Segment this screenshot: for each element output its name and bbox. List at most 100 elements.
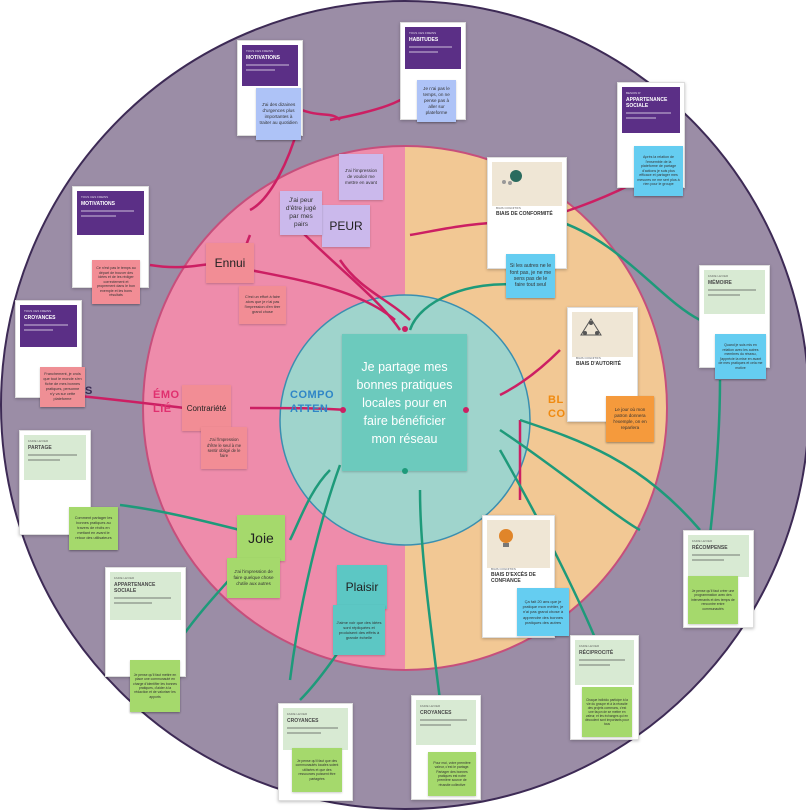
- sticky-note-overlay[interactable]: Après la relation de l'ensemble de la pl…: [634, 146, 683, 196]
- biases-half: [405, 146, 667, 670]
- emotion-plaisir[interactable]: Plaisir: [337, 565, 387, 609]
- triangle-illustration-icon: [580, 318, 602, 336]
- connector-dot: [463, 407, 469, 413]
- connector-dot: [340, 407, 346, 413]
- sticky-note[interactable]: J'ai l'impression de faire quelque chose…: [227, 558, 280, 598]
- sticky-text: Quand je suis mis en relation avec les a…: [718, 343, 763, 370]
- sticky-text: J'ai l'impression d'être le seul à me se…: [206, 437, 242, 459]
- card-title: PARTAGE: [28, 445, 52, 451]
- central-statement[interactable]: Je partage mes bonnes pratiques locales …: [342, 334, 467, 471]
- emotion-plaisir-label: Plaisir: [345, 580, 379, 594]
- card-title: APPARTENANCE SOCIALE: [114, 582, 156, 594]
- middle-ring-border: [142, 145, 668, 671]
- card-header: TOUS CES FREINS MOTIVATIONS: [77, 191, 144, 235]
- sticky-note-overlay[interactable]: Je pense qu'il faut mettre en place une …: [130, 660, 180, 712]
- sticky-text: Le jour où mon patron donnera l'exemple,…: [613, 407, 647, 430]
- card-header: FAIRE LEVIER RÉCIPROCITÉ: [575, 640, 634, 686]
- card-title: CROYANCES: [420, 710, 452, 716]
- sticky-note-overlay[interactable]: Franchement, je crois que tout le monde …: [40, 367, 85, 407]
- card-title: RÉCOMPENSE: [692, 545, 728, 551]
- sticky-note-overlay[interactable]: Comment partager les bonnes pratiques au…: [69, 507, 118, 550]
- sticky-note-overlay[interactable]: Chaque individu participe à la vie du gr…: [582, 687, 632, 737]
- card-kicker: FAIRE LEVIER: [420, 704, 441, 708]
- emotion-peur[interactable]: PEUR: [322, 205, 370, 247]
- card-header: BESOIN D' APPARTENANCE SOCIALE: [622, 87, 680, 133]
- card-header: FAIRE LEVIER CROYANCES: [283, 708, 348, 751]
- card-kicker: BESOIN D': [626, 91, 641, 95]
- card-kicker: BIAIS COGNITIFS: [491, 567, 516, 571]
- emotion-peur-label: PEUR: [329, 219, 363, 233]
- sticky-text: Je pense qu'il faut créer une programmat…: [691, 588, 735, 611]
- sticky-note-overlay[interactable]: Quand je suis mis en relation avec les a…: [715, 334, 766, 379]
- sticky-text: C'est un effort à faire alors que je n'a…: [244, 295, 281, 314]
- card-title: HABITUDES: [409, 37, 439, 43]
- card-title: CROYANCES: [24, 315, 56, 321]
- card-header: [572, 312, 633, 358]
- zone-label-fragment: S: [85, 385, 93, 397]
- sticky-text: J'ai l'impression de faire quelque chose…: [233, 569, 274, 586]
- zone-label-biases: BL CO: [548, 394, 566, 420]
- sticky-text: J'ai l'impression de vouloir me mettre e…: [344, 168, 378, 185]
- sticky-text: Comment partager les bonnes pratiques au…: [74, 516, 113, 540]
- card-kicker: TOUS CES FREINS: [24, 309, 52, 313]
- sticky-note[interactable]: J'aime voir que des idées sont répliquée…: [333, 605, 385, 655]
- zone-label-emotions: ÉMO LIÉ: [153, 389, 180, 415]
- emotion-ennui[interactable]: Ennui: [206, 243, 254, 283]
- card-kicker: TOUS CES FREINS: [81, 195, 109, 199]
- card-title: BIAIS D'AUTORITÉ: [576, 361, 621, 367]
- sticky-text: J'ai peur d'être jugé par mes pairs: [285, 197, 317, 228]
- sticky-text: Je pense qu'il faut que des communautés …: [295, 758, 339, 781]
- sticky-note[interactable]: J'ai l'impression d'être le seul à me se…: [201, 427, 247, 469]
- sticky-text: Franchement, je crois que tout le monde …: [43, 372, 82, 401]
- card-title: CROYANCES: [287, 718, 319, 724]
- card-title: BIAIS D'EXCÈS DE CONFIANCE: [491, 572, 536, 584]
- emotion-joie[interactable]: Joie: [237, 515, 285, 561]
- card-header: TOUS CES FREINS CROYANCES: [20, 305, 77, 348]
- card-kicker: BIAIS COGNITIFS: [576, 356, 601, 360]
- sticky-note-overlay[interactable]: J'ai des dizaines d'urgences plus import…: [256, 88, 301, 140]
- sticky-note-overlay[interactable]: Je pense qu'il faut créer une programmat…: [688, 576, 738, 624]
- sticky-note-overlay[interactable]: Ça fait 20 ans que je pratique mon métie…: [517, 588, 569, 636]
- sticky-note[interactable]: C'est un effort à faire alors que je n'a…: [239, 286, 286, 324]
- sticky-text: Ça fait 20 ans que je pratique mon métie…: [522, 598, 564, 625]
- card-kicker: TOUS CES FREINS: [409, 31, 437, 35]
- emotion-contrariete[interactable]: Contrariété: [182, 385, 231, 431]
- card-kicker: FAIRE LEVIER: [692, 539, 713, 543]
- card-title: MÉMOIRE: [708, 280, 732, 286]
- card-title: MOTIVATIONS: [81, 201, 115, 207]
- card-kicker: FAIRE LEVIER: [708, 274, 729, 278]
- card-kicker: FAIRE LEVIER: [579, 644, 600, 648]
- lever-card-appartenance-sociale[interactable]: FAIRE LEVIER APPARTENANCE SOCIALE: [105, 567, 186, 677]
- central-statement-text: Je partage mes bonnes pratiques locales …: [356, 359, 453, 446]
- sticky-note-overlay[interactable]: Je pense qu'il faut que des communautés …: [292, 748, 342, 792]
- card-title: APPARTENANCE SOCIALE: [626, 97, 668, 109]
- sticky-text: Ce n'est pas le temps au départ de trouv…: [96, 265, 136, 298]
- card-kicker: FAIRE LEVIER: [287, 712, 308, 716]
- card-kicker: FAIRE LEVIER: [114, 576, 135, 580]
- connector-dot: [402, 468, 408, 474]
- sticky-note-overlay[interactable]: Ce n'est pas le temps au départ de trouv…: [92, 260, 140, 304]
- sticky-note[interactable]: J'ai l'impression de vouloir me mettre e…: [339, 154, 383, 200]
- sticky-note-overlay[interactable]: Pour moi, votre première valeur, c'est l…: [428, 752, 476, 796]
- card-header: FAIRE LEVIER MÉMOIRE: [704, 270, 765, 315]
- lightbulb-illustration-icon: [499, 529, 513, 547]
- emotion-joie-label: Joie: [248, 530, 274, 546]
- card-title: RÉCIPROCITÉ: [579, 650, 614, 656]
- sticky-note-overlay[interactable]: Si les autres ne le font pas, je ne me s…: [506, 254, 555, 298]
- sticky-note-overlay[interactable]: Je n'ai pas le temps, on ne pense pas à …: [417, 80, 456, 122]
- sticky-text: J'ai des dizaines d'urgences plus import…: [259, 102, 298, 125]
- emotion-contrariete-label: Contrariété: [186, 403, 227, 413]
- sticky-text: Pour moi, votre première valeur, c'est l…: [433, 760, 471, 787]
- sticky-note-overlay[interactable]: Le jour où mon patron donnera l'exemple,…: [606, 396, 654, 442]
- sticky-note[interactable]: J'ai peur d'être jugé par mes pairs: [280, 191, 322, 235]
- dots-illustration-icon: [502, 170, 522, 185]
- bias-card-conformite[interactable]: BIAIS COGNITIFS BIAIS DE CONFORMITÉ: [487, 157, 567, 269]
- connector-dot: [402, 326, 408, 332]
- card-kicker: FAIRE LEVIER: [28, 439, 49, 443]
- card-title: MOTIVATIONS: [246, 55, 280, 61]
- sticky-text: Après la relation de l'ensemble de la pl…: [637, 154, 680, 187]
- card-header: FAIRE LEVIER APPARTENANCE SOCIALE: [110, 572, 181, 620]
- sticky-text: Chaque individu participe à la vie du gr…: [585, 697, 629, 727]
